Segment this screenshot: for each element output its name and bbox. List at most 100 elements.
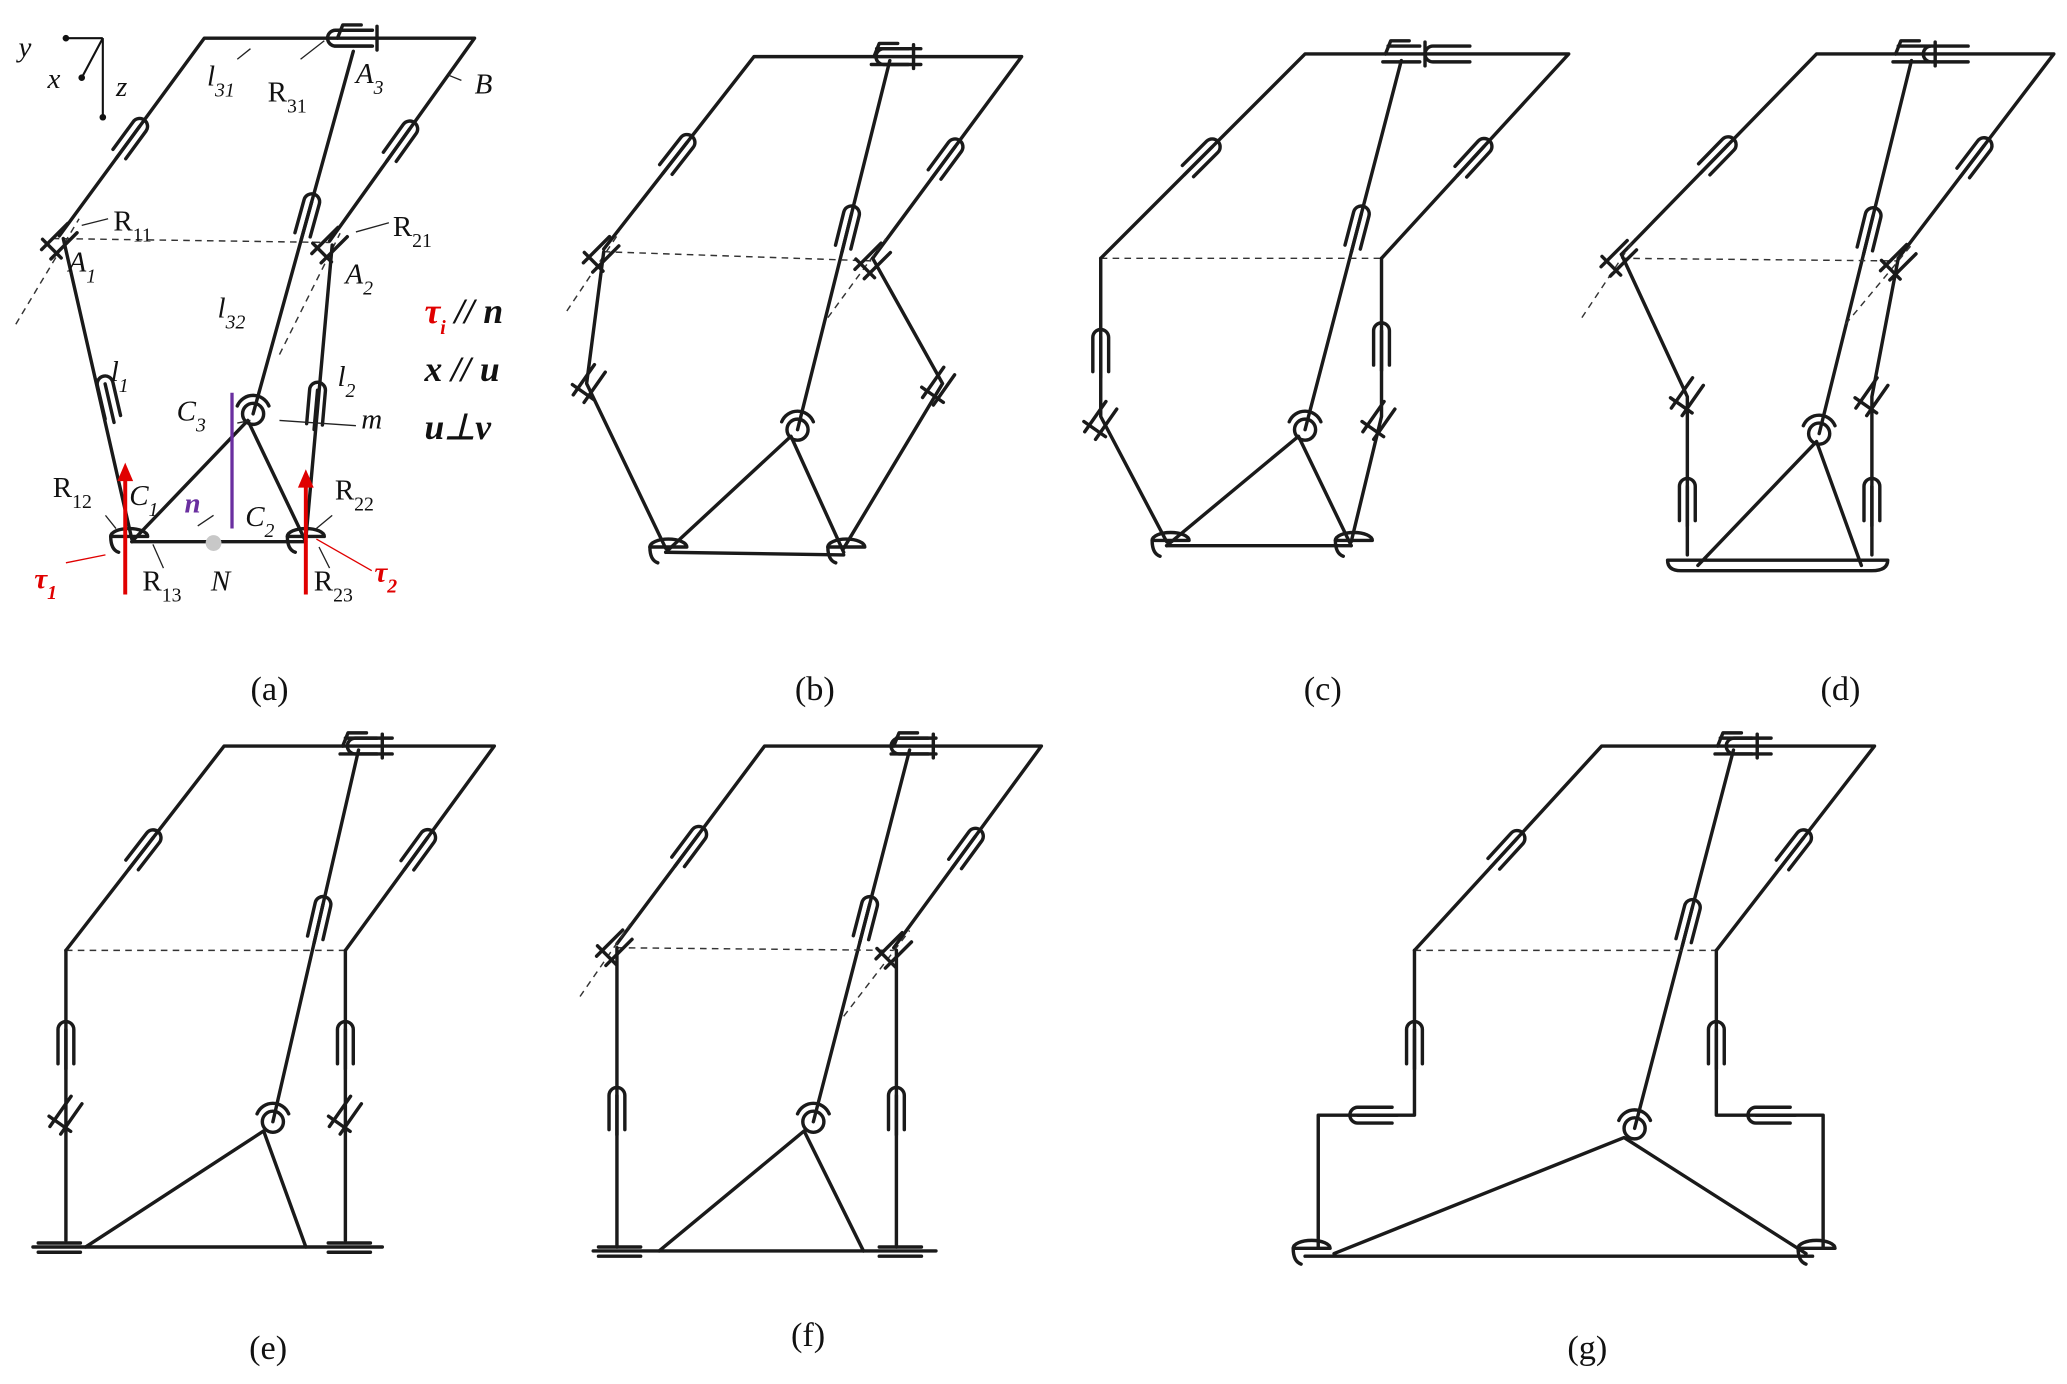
- revolute-joint-icon: [874, 930, 914, 970]
- caption-c: (c): [1304, 670, 1342, 708]
- spherical-socket-icon: [780, 409, 816, 424]
- label-A3-subscript: 3: [373, 77, 384, 99]
- prismatic-rod: [402, 835, 430, 872]
- prismatic-joint-icon: [1348, 1105, 1400, 1125]
- prismatic-joint-icon: [926, 137, 965, 181]
- label-tau2-main: τ: [374, 556, 388, 588]
- base-revolute-joint-icon: [826, 537, 867, 549]
- revolute-bar: [1361, 399, 1386, 434]
- prismatic-rod: [299, 200, 314, 242]
- label-n-main: n: [185, 488, 201, 520]
- arrowhead-icon: [62, 34, 70, 42]
- prismatic-rod: [1349, 212, 1364, 254]
- label-l2: l2: [337, 361, 355, 402]
- panel-e: [31, 731, 497, 1254]
- axis-label-y: y: [15, 32, 31, 64]
- dashed-axis: [15, 218, 80, 325]
- revolute-joint-R31-icon: [333, 23, 379, 52]
- axis-label-z: z: [115, 71, 127, 103]
- base-revolute-joint-icon: [1150, 538, 1162, 558]
- prismatic-rod: [1182, 145, 1214, 177]
- prismatic-rod: [660, 140, 689, 176]
- prismatic-sleeve: [111, 116, 150, 161]
- revolute-bar: [39, 221, 70, 252]
- label-R31: R31: [268, 76, 307, 117]
- prismatic-rod: [1698, 142, 1730, 175]
- base-revolute-joint-icon: [1291, 1246, 1303, 1266]
- revolute-bar: [581, 234, 612, 265]
- label-N-main: N: [210, 565, 232, 597]
- prismatic-joint-icon: [833, 204, 862, 254]
- relation-text-main: u: [424, 407, 444, 447]
- leader-line: [65, 554, 106, 564]
- revolute-bar: [1083, 399, 1108, 434]
- prismatic-sleeve: [1862, 476, 1882, 523]
- spherical-joint-icon: [801, 1109, 826, 1135]
- prismatic-rod: [673, 832, 701, 868]
- prismatic-sleeve: [1696, 135, 1738, 177]
- label-l32-main: l: [218, 293, 226, 325]
- prismatic-joint-icon: [1746, 1105, 1798, 1125]
- revolute-bar: [1608, 248, 1639, 278]
- prismatic-rod: [312, 902, 325, 945]
- base-revolute-joint-icon: [109, 526, 150, 539]
- arrowhead-icon: [78, 74, 86, 81]
- panel-c: [1082, 39, 1571, 558]
- label-C2-subscript: 2: [265, 520, 275, 542]
- leader-line: [197, 514, 214, 527]
- leader-line: [318, 546, 331, 569]
- revolute-bar: [854, 257, 877, 280]
- revolute-joint-icon: [1082, 399, 1119, 442]
- relation-text-main: // n: [446, 291, 503, 331]
- base-revolute-joint-icon: [1796, 1246, 1808, 1266]
- revolute-joint-icon: [310, 225, 349, 265]
- prismatic-sleeve: [1180, 137, 1222, 179]
- prismatic-joint-icon: [1486, 828, 1527, 871]
- prismatic-sleeve: [886, 1085, 907, 1132]
- prismatic-joint-icon: [1677, 476, 1697, 528]
- prismatic-sleeve: [1348, 1105, 1394, 1125]
- spherical-socket-icon: [1617, 1108, 1653, 1123]
- prismatic-joint-icon: [56, 1019, 76, 1071]
- platform-edge: [1665, 558, 1890, 573]
- label-R13: R13: [142, 565, 181, 606]
- label-C3: C3: [177, 395, 206, 436]
- revolute-joint-icon: [1360, 399, 1397, 442]
- prismatic-joint-icon: [657, 132, 697, 177]
- base-revolute-joint-icon: [1796, 1238, 1837, 1251]
- prismatic-joint-icon: [335, 1019, 356, 1071]
- revolute-bar: [47, 1114, 73, 1134]
- label-tau1-subscript: 1: [47, 582, 57, 604]
- revolute-bar: [311, 241, 334, 264]
- label-A2: A2: [343, 258, 373, 299]
- platform-m: [130, 418, 308, 544]
- caption-g: (g): [1567, 1329, 1607, 1367]
- prismatic-rod: [950, 834, 978, 870]
- revolute-joint-icon: [920, 365, 957, 407]
- label-l32: l32: [218, 293, 246, 334]
- prismatic-rod: [385, 127, 412, 163]
- axis-label-x-main: x: [46, 63, 60, 95]
- label-m: m: [361, 403, 382, 435]
- relation-text-subscript: i: [440, 317, 446, 339]
- panel-b: [566, 41, 1024, 565]
- prismatic-sleeve: [947, 826, 985, 871]
- leader-line: [236, 48, 251, 60]
- label-C2: C2: [245, 501, 274, 542]
- label-tau1-main: τ: [34, 563, 48, 595]
- label-l31: l31: [207, 61, 235, 102]
- label-R12: R12: [53, 472, 92, 513]
- revolute-bar: [920, 365, 946, 400]
- label-l2-main: l: [337, 361, 345, 393]
- axis-label-y-main: y: [15, 32, 31, 64]
- revolute-bar: [570, 382, 596, 402]
- revolute-bar: [1669, 376, 1695, 410]
- prismatic-rod: [929, 145, 957, 181]
- revolute-bar: [1680, 383, 1706, 418]
- revolute-joint-R31-icon: [1381, 39, 1427, 68]
- dashed-axis: [616, 947, 894, 952]
- label-R21: R21: [393, 211, 432, 252]
- mechanism-drawings: [15, 23, 2056, 1266]
- revolute-bar: [1854, 376, 1879, 410]
